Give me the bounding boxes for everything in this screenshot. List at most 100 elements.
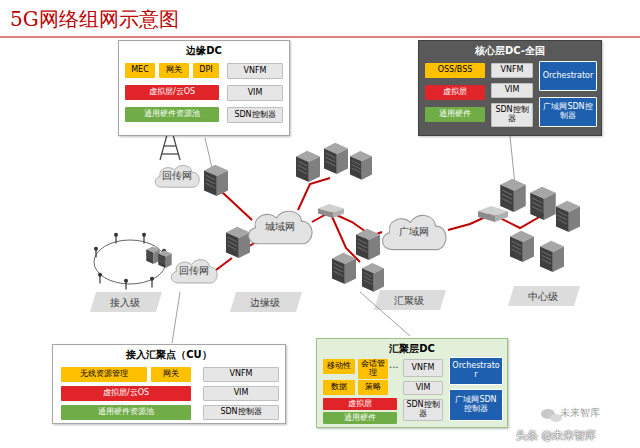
box-label: SDN控制器 [220,408,261,417]
function-box: DPI [193,63,219,78]
orchestrator-box: Orchestrator [449,357,503,385]
watermark: 未来智库 [560,406,600,420]
box-label: SDN控制器 [234,111,275,120]
box-label: Orchestrator [543,72,594,81]
manager-box: SDN控制器 [403,399,443,421]
cloud-outline [155,165,199,187]
manager-box: VIM [491,83,533,98]
hardware-box: 通用硬件 [425,107,485,122]
function-box: 网关 [151,367,191,382]
controller-box: 广域网SDN控制器 [539,97,597,127]
box-label: VNFM [501,66,524,75]
box-label: 会话管理 [360,360,386,378]
dc-panel: 接入汇聚点（CU） 无线资源管理 网关 VNFM 虚拟层/云OS VIM 通用硬件资源池 SD… [52,344,286,424]
box-label: 通用硬件 [439,110,471,119]
box-label: 虚拟层/云OS [149,88,195,97]
level-label: 中心级 [528,290,558,304]
box-label: VNFM [244,67,267,76]
network-cloud: 回传网 [168,256,220,286]
leader-lines [172,136,515,343]
hardware-box: 通用硬件资源池 [125,107,219,122]
panel-title: 核心层DC-全国 [419,44,601,58]
box-label: MEC [131,66,149,75]
manager-box: SDN控制器 [227,107,283,123]
box-label: 网关 [166,66,182,75]
network-links [216,178,548,270]
network-name: 回传网 [162,169,192,183]
box-label: 虚拟层/云OS [103,389,149,398]
box-label: 网关 [163,370,179,379]
watermark: 头条 @未来智库 [516,428,597,443]
function-box: 网关 [159,63,189,78]
dc-panel: 核心层DC-全国 OSS/BSS VNFM Orchestrator 虚拟层 VIM 通用硬… [418,40,602,136]
function-box: 策略 [358,380,388,395]
virtual-layer-box: 虚拟层 [323,398,397,410]
network-name: 城域网 [265,220,295,234]
function-box: 会话管理 [358,359,388,379]
orchestrator-box: Orchestrator [539,61,597,91]
network-name: 回传网 [179,264,209,278]
box-label: VIM [234,389,249,398]
access-ring [94,233,172,290]
hardware-box: 通用硬件资源池 [61,405,191,420]
box-label: 策略 [365,383,381,392]
virtual-layer-box: 虚拟层/云OS [125,85,219,100]
virtual-layer-box: 虚拟层 [425,85,485,100]
manager-box: VNFM [203,367,279,382]
network-cloud: 回传网 [152,162,202,190]
box-label: DPI [199,66,212,75]
level-label: 接入级 [110,296,140,310]
network-name: 广域网 [399,225,429,239]
box-label: 通用硬件资源池 [98,408,154,417]
panel-title: 汇聚层DC [317,342,507,356]
dc-panel: 边缘DC MEC 网关 DPI VNFM 虚拟层/云OS VIM 通用硬件资源池 SDN控制器 [118,40,290,136]
manager-box: VIM [227,85,283,101]
box-label: 通用硬件 [344,414,376,423]
manager-box: VNFM [491,63,533,78]
function-box: 数据 [323,380,355,395]
manager-box: VIM [203,386,279,401]
function-box: 无线资源管理 [61,367,147,382]
controller-box: 广域网SDN控制器 [449,389,503,421]
title-rule [0,37,640,38]
virtual-layer-box: 虚拟层/云OS [61,386,191,401]
box-label: 无线资源管理 [80,370,128,379]
manager-box: VIM [403,381,443,395]
panel-title: 边缘DC [119,44,289,58]
box-label: SDN控制器 [406,401,440,419]
cloud-outline [383,215,447,249]
box-label: 虚拟层 [443,88,467,97]
servers [204,143,580,292]
box-label: 移动性 [327,362,351,371]
panel-title: 接入汇聚点（CU） [53,348,285,362]
manager-box: SDN控制器 [203,405,279,420]
cloud-outline [249,211,313,244]
dc-panel: 汇聚层DC 移动性会话管理数据 策略 VNFM OrchestratorVIM 虚拟层 SD… [316,338,508,428]
network-cloud: 广域网 [378,210,450,254]
box-label: VIM [248,89,263,98]
watermark-icon [541,409,562,422]
box-label: 数据 [331,383,347,392]
box-label: VNFM [412,364,435,373]
function-box: 移动性 [323,359,355,374]
box-label: 广域网SDN控制器 [542,103,594,121]
level-bands [90,286,580,312]
hardware-box: 通用硬件 [323,412,397,424]
cloud-outline [171,260,217,283]
box-label: VIM [505,86,520,95]
ellipsis: ... [389,359,399,370]
manager-box: VNFM [227,63,283,79]
function-box: OSS/BSS [425,63,485,78]
box-label: VIM [416,384,431,393]
function-box: MEC [125,63,155,78]
box-label: SDN控制器 [494,106,530,124]
level-label: 边缘级 [250,296,280,310]
box-label: VNFM [230,370,253,379]
box-label: OSS/BSS [438,66,473,75]
box-label: Orchestrator [452,362,500,380]
network-cloud: 城域网 [244,206,316,248]
manager-box: VNFM [403,359,443,377]
manager-box: SDN控制器 [491,103,533,127]
box-label: 通用硬件资源池 [144,110,200,119]
level-label: 汇聚级 [394,294,424,308]
